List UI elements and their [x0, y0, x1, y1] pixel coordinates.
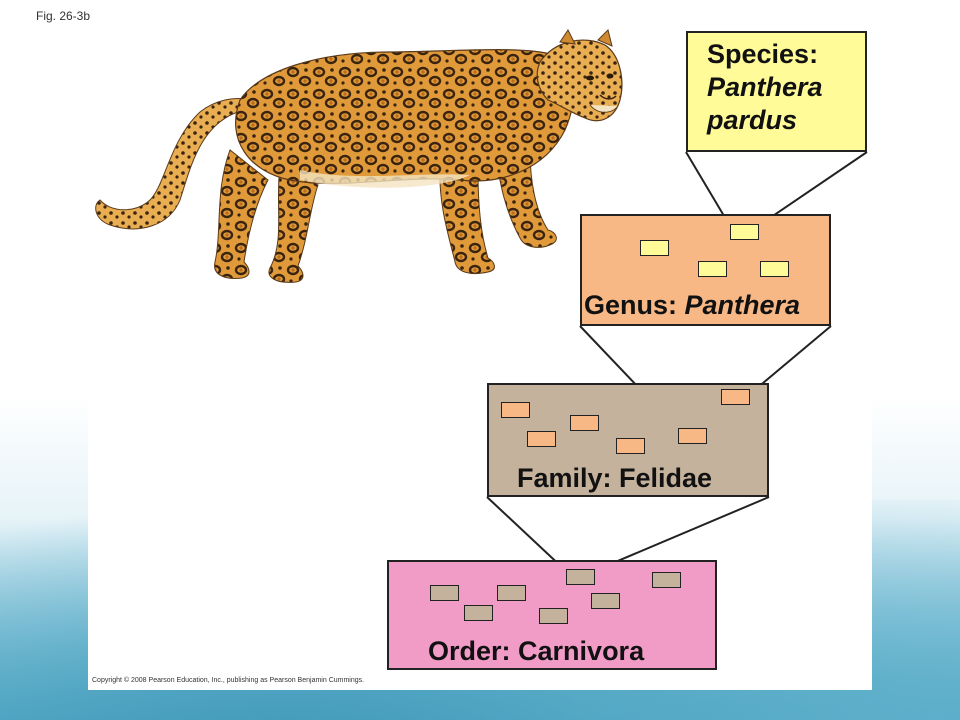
order-member-chip: [464, 605, 493, 621]
family-member-chip: [570, 415, 599, 431]
family-member-chip: [678, 428, 707, 444]
order-label: Order: Carnivora: [428, 636, 644, 667]
order-name-text: Carnivora: [518, 636, 645, 666]
order-member-chip: [497, 585, 526, 601]
genus-label: Genus: Panthera: [584, 290, 800, 321]
genus-member-chip: [760, 261, 789, 277]
genus-rank-text: Genus:: [584, 290, 685, 320]
order-member-chip: [591, 593, 620, 609]
family-member-chip: [501, 402, 530, 418]
order-member-chip: [652, 572, 681, 588]
family-member-chip: [721, 389, 750, 405]
order-member-chip: [566, 569, 595, 585]
genus-member-chip: [730, 224, 759, 240]
species-epithet-text: pardus: [707, 105, 798, 135]
copyright-notice: Copyright © 2008 Pearson Education, Inc.…: [92, 677, 365, 684]
species-box: [686, 31, 867, 152]
order-rank-text: Order:: [428, 636, 519, 666]
genus-name-text: Panthera: [684, 290, 801, 320]
family-member-chip: [616, 438, 645, 454]
species-label: Species: Panthera pardus: [707, 38, 823, 137]
species-rank-text: Species:: [707, 39, 819, 69]
order-member-chip: [430, 585, 459, 601]
family-label: Family: Felidae: [517, 463, 712, 494]
family-name-text: Felidae: [619, 463, 713, 493]
family-member-chip: [527, 431, 556, 447]
figure-label: Fig. 26-3b: [36, 9, 91, 23]
order-member-chip: [539, 608, 568, 624]
family-rank-text: Family:: [517, 463, 620, 493]
species-genus-text: Panthera: [707, 72, 823, 102]
genus-member-chip: [640, 240, 669, 256]
genus-member-chip: [698, 261, 727, 277]
